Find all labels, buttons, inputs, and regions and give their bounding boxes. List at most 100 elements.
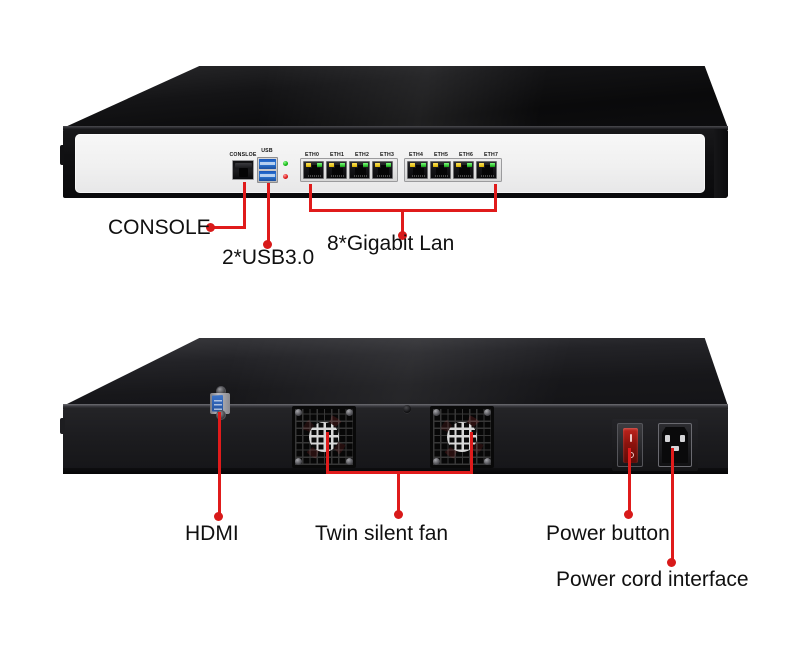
usb-leader-vertical xyxy=(267,183,270,244)
fan-callout-label: Twin silent fan xyxy=(315,522,449,545)
eth0-label: ETH0 xyxy=(304,152,320,158)
power-cord-leader-vertical xyxy=(671,448,674,566)
console-callout-dot xyxy=(206,223,215,232)
usb3-port-lower[interactable] xyxy=(259,171,276,181)
eth6-jack xyxy=(459,165,470,178)
eth5-contacts xyxy=(435,174,448,177)
power-switch-on-mark-icon xyxy=(629,434,632,442)
eth4-jack xyxy=(413,165,424,178)
eth5-jack xyxy=(436,165,447,178)
eth5-label: ETH5 xyxy=(433,152,449,158)
lan-bracket-right xyxy=(494,184,497,212)
iec-pin-earth xyxy=(671,446,679,451)
power-button-callout-dot xyxy=(624,510,633,519)
console-leader-horizontal xyxy=(210,226,246,229)
fan-bracket-right xyxy=(470,432,473,474)
hdmi-callout-dot xyxy=(214,512,223,521)
chassis-lip-front xyxy=(63,126,728,130)
lan-callout-dot xyxy=(398,231,407,240)
power-led-indicator xyxy=(283,161,288,166)
ethernet-port-eth5[interactable] xyxy=(430,161,451,179)
fan-right-screw-bl-icon xyxy=(433,458,440,465)
eth0-contacts xyxy=(308,174,321,177)
usb3-port-upper[interactable] xyxy=(259,159,276,169)
rack-ear-left-front xyxy=(60,145,64,165)
cooling-fan-right xyxy=(430,406,494,468)
eth6-label: ETH6 xyxy=(458,152,474,158)
eth5-activity-led xyxy=(432,163,438,167)
eth7-activity-led xyxy=(478,163,484,167)
ethernet-port-eth3[interactable] xyxy=(372,161,393,179)
usb-callout-dot xyxy=(263,240,272,249)
iec-pin-neutral xyxy=(680,435,685,442)
fan-left-screw-br-icon xyxy=(346,458,353,465)
hdmi-leader-vertical xyxy=(218,412,221,520)
ethernet-port-eth2[interactable] xyxy=(349,161,370,179)
ethernet-port-group-a xyxy=(300,158,398,182)
eth4-label: ETH4 xyxy=(408,152,424,158)
eth2-jack xyxy=(355,165,366,178)
eth4-activity-led xyxy=(409,163,415,167)
console-leader-vertical xyxy=(243,182,246,229)
ethernet-port-eth6[interactable] xyxy=(453,161,474,179)
console-rj45-port[interactable] xyxy=(232,160,254,180)
chassis-top-deck-front xyxy=(63,66,728,128)
vga-pins xyxy=(213,397,222,410)
eth1-jack xyxy=(332,165,343,178)
status-led-indicator xyxy=(283,174,288,179)
eth2-contacts xyxy=(354,174,367,177)
eth4-link-led xyxy=(420,163,426,167)
vga-video-port[interactable] xyxy=(208,386,232,420)
power-button-callout-label: Power button xyxy=(546,522,670,545)
fan-left-screw-tr-icon xyxy=(346,409,353,416)
console-callout-label: CONSOLE xyxy=(108,216,211,239)
hdmi-callout-label: HDMI xyxy=(185,522,239,545)
eth3-activity-led xyxy=(374,163,380,167)
rack-ear-left-rear xyxy=(60,418,65,434)
usb3-port-stack[interactable] xyxy=(257,157,278,183)
console-port-label: CONSLOE xyxy=(229,152,257,158)
eth7-link-led xyxy=(489,163,495,167)
eth3-label: ETH3 xyxy=(379,152,395,158)
fan-left-grille-mesh xyxy=(295,409,353,465)
ethernet-port-eth7[interactable] xyxy=(476,161,497,179)
ethernet-port-group-b xyxy=(404,158,502,182)
eth6-activity-led xyxy=(455,163,461,167)
eth2-link-led xyxy=(362,163,368,167)
ethernet-port-eth0[interactable] xyxy=(303,161,324,179)
fan-bracket-stem xyxy=(397,471,400,514)
power-switch-frame xyxy=(617,423,643,467)
eth1-link-led xyxy=(339,163,345,167)
eth1-label: ETH1 xyxy=(329,152,345,158)
eth6-contacts xyxy=(458,174,471,177)
fan-left-screw-tl-icon xyxy=(295,409,302,416)
eth0-jack xyxy=(309,165,320,178)
eth7-contacts xyxy=(481,174,494,177)
rear-center-screw-icon xyxy=(403,405,411,413)
eth1-activity-led xyxy=(328,163,334,167)
rack-ear-right-front xyxy=(714,129,728,198)
fan-bracket-left xyxy=(326,432,329,474)
fan-right-screw-tl-icon xyxy=(433,409,440,416)
eth1-contacts xyxy=(331,174,344,177)
power-cord-callout-dot xyxy=(667,558,676,567)
lan-callout-label: 8*Gigabit Lan xyxy=(327,232,455,255)
fan-callout-dot xyxy=(394,510,403,519)
lan-bracket-left xyxy=(309,184,312,212)
eth3-link-led xyxy=(385,163,391,167)
eth2-label: ETH2 xyxy=(354,152,370,158)
iec-pin-live xyxy=(665,435,670,442)
power-cord-callout-label: Power cord interface xyxy=(556,568,749,591)
iec-power-socket[interactable] xyxy=(658,423,692,467)
cooling-fan-left xyxy=(292,406,356,468)
usb-callout-label: 2*USB3.0 xyxy=(222,246,315,269)
eth6-link-led xyxy=(466,163,472,167)
iec-socket-cavity xyxy=(662,427,688,463)
ethernet-port-eth1[interactable] xyxy=(326,161,347,179)
fan-left-hub xyxy=(309,422,339,452)
power-button-leader-vertical xyxy=(628,448,631,518)
eth2-activity-led xyxy=(351,163,357,167)
eth5-link-led xyxy=(443,163,449,167)
ethernet-port-eth4[interactable] xyxy=(407,161,428,179)
